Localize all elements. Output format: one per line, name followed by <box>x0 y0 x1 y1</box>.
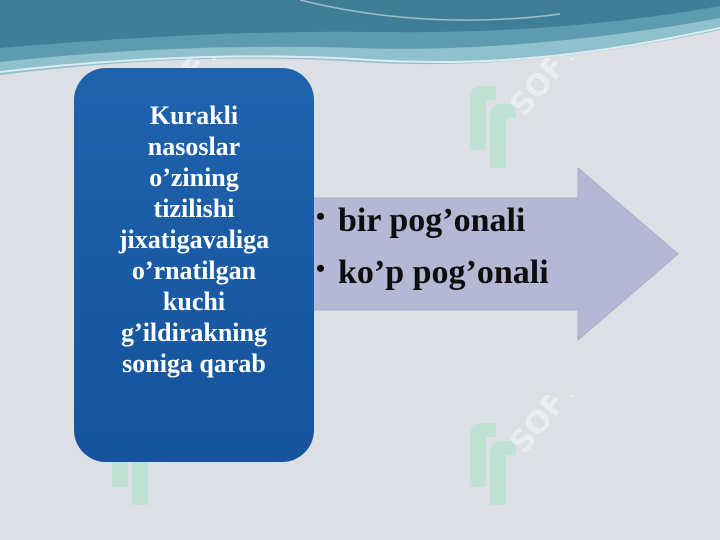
arrow-bullet-list: • bir pog’onali • ko’p pog’onali <box>314 195 674 299</box>
soft-logo-watermark: SOFT <box>470 58 580 168</box>
list-item-label: bir pog’onali <box>338 202 526 239</box>
classification-text: Kurakli nasoslar o’zining tizilishi jixa… <box>118 101 270 378</box>
right-arrow-shape <box>300 168 679 340</box>
header-wave-decoration <box>0 0 720 75</box>
soft-logo-watermark: SOFT <box>470 395 580 505</box>
bullet-icon: • <box>316 254 326 283</box>
bullet-icon: • <box>316 202 326 231</box>
classification-box: Kurakli nasoslar o’zining tizilishi jixa… <box>74 68 314 462</box>
list-item: • bir pog’onali <box>314 195 674 247</box>
list-item-label: ko’p pog’onali <box>338 254 549 291</box>
list-item: • ko’p pog’onali <box>314 247 674 299</box>
